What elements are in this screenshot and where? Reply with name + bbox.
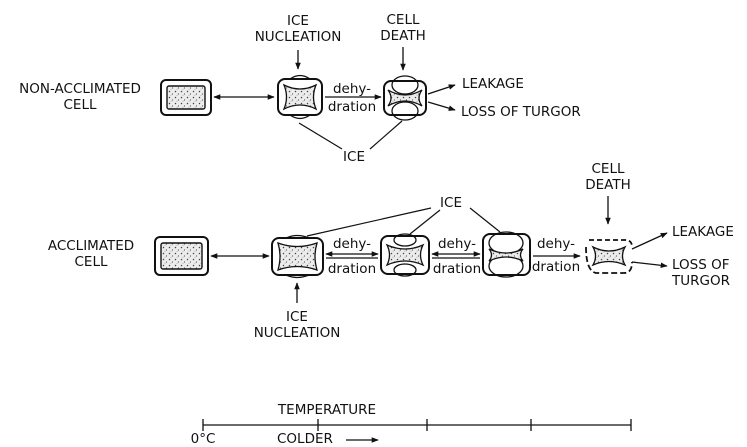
acclimated-cell-icon — [155, 237, 208, 275]
non-acclimated-cell-icon — [161, 80, 211, 115]
dehydration-label-bottom-3-lower: dration — [532, 259, 580, 275]
dehydration-label-bottom-1-upper: dehy- — [333, 236, 371, 252]
dehydration-label-top-upper: dehy- — [333, 81, 371, 97]
ice-line-bottom-3 — [470, 208, 500, 232]
dehydration-label-top-lower: dration — [328, 99, 376, 115]
cell-death-label-bottom: CELL DEATH — [585, 161, 631, 193]
ice-nucleation-label-top: ICE NUCLEATION — [255, 13, 342, 45]
temperature-axis — [203, 419, 631, 431]
temperature-axis-title: TEMPERATURE — [278, 402, 376, 418]
loss-of-turgor-label-bottom: LOSS OF TURGOR — [672, 257, 730, 289]
dehydration-label-bottom-2-lower: dration — [433, 261, 481, 277]
zero-celsius-label: 0°C — [191, 431, 216, 447]
turgor-arrow-bottom — [632, 262, 667, 266]
frozen-cell-bottom-2-icon — [381, 234, 429, 276]
frozen-cell-bottom-3-icon — [483, 232, 530, 277]
dying-cell-top-icon — [384, 76, 426, 120]
dead-cell-bottom-icon — [586, 240, 632, 273]
colder-label: COLDER — [277, 431, 333, 447]
frozen-cell-bottom-1-icon — [272, 236, 323, 278]
dehydration-label-bottom-2-upper: dehy- — [438, 236, 476, 252]
acclimated-cell-label: ACCLIMATED CELL — [48, 238, 134, 270]
ice-nucleation-label-bottom: ICE NUCLEATION — [254, 309, 341, 341]
leakage-label-top: LEAKAGE — [462, 76, 524, 92]
ice-line-top-right — [370, 121, 402, 149]
dehydration-label-bottom-3-upper: dehy- — [537, 236, 575, 252]
leakage-label-bottom: LEAKAGE — [672, 224, 734, 240]
leakage-arrow-top — [428, 85, 455, 94]
ice-label-bottom: ICE — [440, 195, 462, 211]
cell-death-label-top: CELL DEATH — [380, 12, 426, 44]
ice-line-bottom-2 — [410, 210, 440, 234]
frozen-cell-top-1-icon — [278, 76, 322, 119]
leakage-arrow-bottom — [632, 233, 667, 249]
ice-line-top-left — [299, 123, 342, 149]
non-acclimated-cell-label: NON-ACCLIMATED CELL — [19, 81, 141, 113]
turgor-arrow-top — [428, 102, 455, 110]
dehydration-label-bottom-1-lower: dration — [328, 261, 376, 277]
ice-label-top: ICE — [343, 149, 365, 165]
loss-of-turgor-label-top: LOSS OF TURGOR — [461, 104, 581, 120]
